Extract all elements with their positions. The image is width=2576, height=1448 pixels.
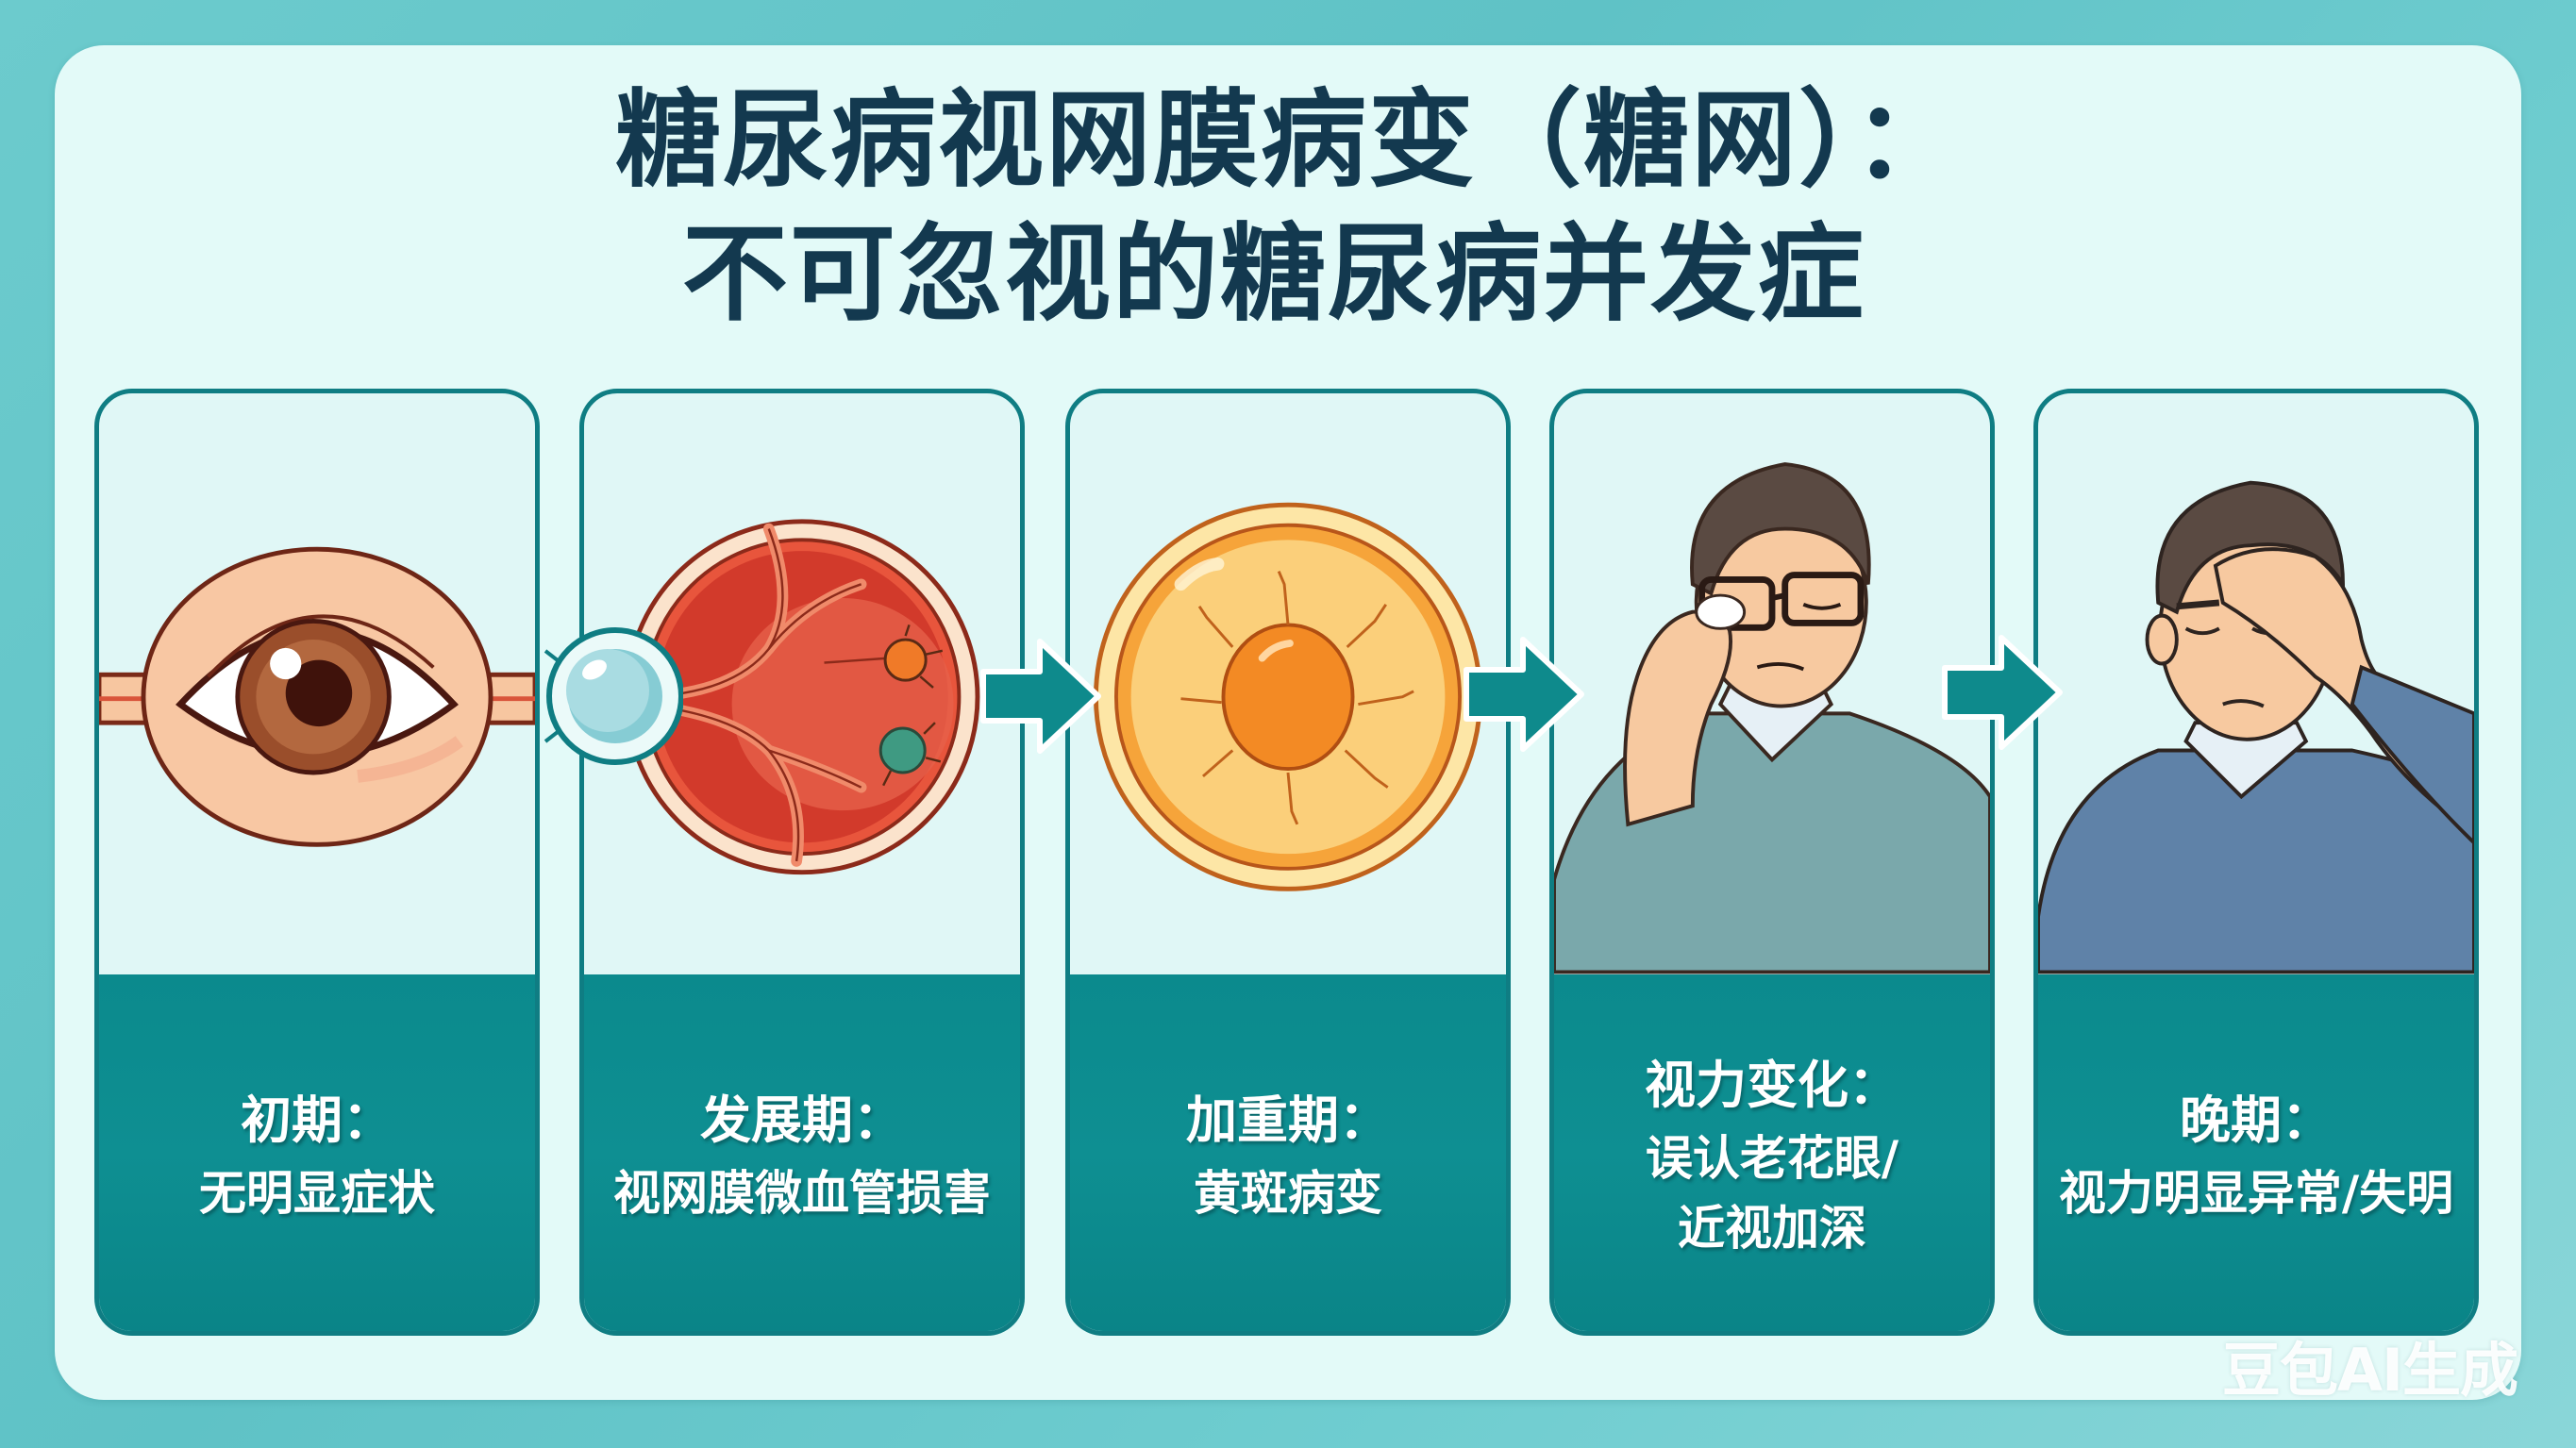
stage-card-developing: 发展期： 视网膜微血管损害 bbox=[579, 389, 1025, 1336]
stage-description: 视网膜微血管损害 bbox=[613, 1165, 991, 1221]
stage-description: 误认老花眼/ bbox=[1645, 1130, 1899, 1186]
magnifier-lens-icon bbox=[536, 623, 684, 770]
stage-description: 视力明显异常/失明 bbox=[2058, 1165, 2454, 1221]
man-rubbing-eye-icon bbox=[1554, 393, 1990, 978]
stage-description: 黄斑病变 bbox=[1194, 1165, 1382, 1221]
stage-card-aggravated: 加重期： 黄斑病变 bbox=[1065, 389, 1511, 1336]
stage-caption: 加重期： 黄斑病变 bbox=[1070, 974, 1506, 1331]
stage-label: 初期： bbox=[241, 1090, 393, 1150]
arrow-right-icon bbox=[978, 638, 1102, 755]
stage-card-late: 晚期： 视力明显异常/失明 bbox=[2033, 389, 2479, 1336]
stage-label: 加重期： bbox=[1186, 1090, 1390, 1150]
stage-caption: 初期： 无明显症状 bbox=[99, 974, 535, 1331]
stage-caption: 发展期： 视网膜微血管损害 bbox=[584, 974, 1020, 1331]
stage-label: 发展期： bbox=[700, 1090, 904, 1150]
man-holding-head-icon bbox=[2038, 393, 2474, 978]
ai-generated-watermark: 豆包AI生成 bbox=[2222, 1336, 2518, 1405]
stage-card-vision-change: 视力变化： 误认老花眼/ 近视加深 bbox=[1549, 389, 1995, 1336]
stage-label: 视力变化： bbox=[1645, 1055, 1899, 1115]
arrow-right-icon bbox=[1939, 634, 2064, 751]
stage-description: 近视加深 bbox=[1678, 1200, 1866, 1256]
macula-icon bbox=[1070, 393, 1506, 978]
stage-label: 晚期： bbox=[2180, 1090, 2333, 1150]
stage-description: 无明显症状 bbox=[199, 1165, 435, 1221]
stage-caption: 视力变化： 误认老花眼/ 近视加深 bbox=[1554, 974, 1990, 1331]
stage-caption: 晚期： 视力明显异常/失明 bbox=[2038, 974, 2474, 1331]
title-line-1: 糖尿病视网膜病变（糖网）： bbox=[615, 79, 1961, 202]
eye-icon bbox=[99, 393, 535, 978]
arrow-right-icon bbox=[1461, 636, 1585, 753]
page-title: 糖尿病视网膜病变（糖网）： 不可忽视的糖尿病并发症 bbox=[0, 74, 2576, 341]
title-line-2: 不可忽视的糖尿病并发症 bbox=[682, 213, 1865, 336]
stage-card-early: 初期： 无明显症状 bbox=[94, 389, 540, 1336]
